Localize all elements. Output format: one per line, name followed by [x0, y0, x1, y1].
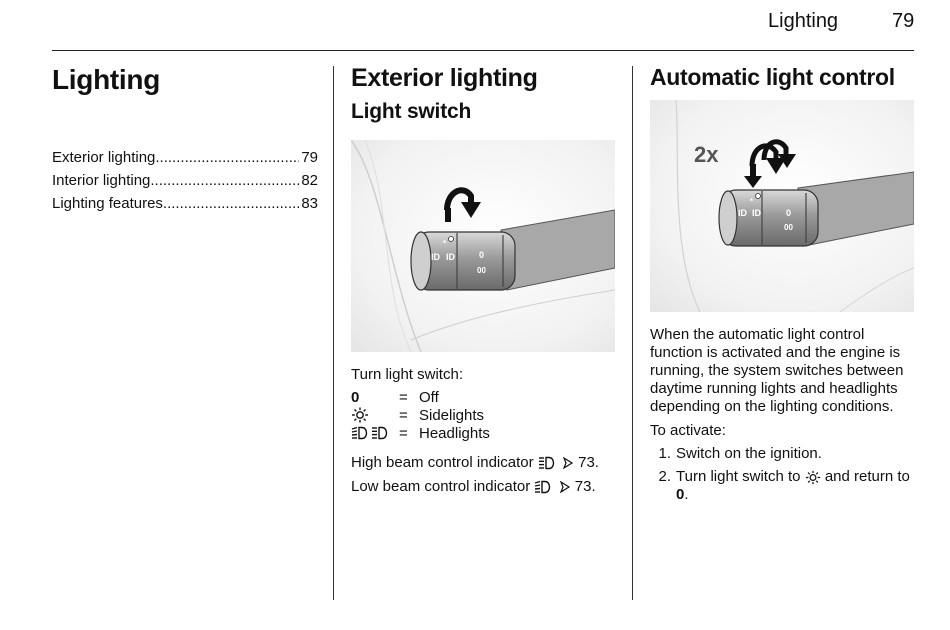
- high-beam-icon: [538, 454, 562, 471]
- subsection-title: Light switch: [351, 100, 472, 123]
- svg-text:*: *: [750, 197, 754, 206]
- headlights-icon: [351, 426, 399, 440]
- toc-leader-dots: [155, 146, 299, 169]
- sidelights-icon: [351, 407, 399, 423]
- page-reference[interactable]: 73.: [578, 454, 599, 471]
- step-text: Switch on the ignition.: [676, 445, 822, 462]
- sidelights-icon: [805, 468, 821, 485]
- page-reference-icon[interactable]: [562, 454, 578, 471]
- step-text-after: and return to: [824, 468, 910, 485]
- running-header-section: Lighting: [768, 10, 839, 32]
- legend-label: Sidelights: [419, 406, 485, 424]
- equals-sign: =: [399, 424, 408, 442]
- toc-entry[interactable]: Interior lighting 82: [52, 169, 318, 192]
- svg-text:ID: ID: [752, 208, 762, 218]
- high-beam-line: High beam control indicator 73.: [351, 448, 619, 478]
- light-switch-text: Turn light switch: 0 = Off = Sideli: [351, 366, 619, 502]
- exterior-lighting-column: Exterior lighting Light switch: [351, 64, 619, 124]
- svg-text:00: 00: [477, 266, 486, 275]
- svg-text:ID: ID: [431, 252, 441, 262]
- high-beam-text: High beam control indicator: [351, 454, 534, 471]
- toc-entry-title: Interior lighting: [52, 172, 151, 189]
- svg-text:ID: ID: [738, 208, 748, 218]
- svg-text:00: 00: [784, 223, 793, 232]
- page-number: 79: [892, 10, 915, 32]
- figure-label: 2x: [694, 142, 719, 167]
- toc-entry-page: 83: [301, 195, 318, 212]
- page-reference-icon[interactable]: [559, 478, 575, 495]
- automatic-light-illustration: ID ID * 0 00 2x: [650, 100, 914, 312]
- step-text-before: Turn light switch to: [676, 468, 801, 485]
- legend-row: 0 = Off: [351, 388, 619, 406]
- chapter-title: Lighting: [52, 64, 161, 95]
- column-divider: [632, 66, 633, 600]
- step-punctuation: .: [684, 486, 689, 503]
- toc-leader-dots: [150, 169, 299, 192]
- section-title: Exterior lighting: [351, 64, 538, 92]
- symbol-legend: 0 = Off = Sidelights: [351, 388, 619, 442]
- toc-entry[interactable]: Exterior lighting 79: [52, 146, 318, 169]
- instruction-text: Turn light switch:: [351, 366, 463, 383]
- automatic-light-column: Automatic light control: [650, 64, 918, 91]
- svg-text:ID: ID: [446, 252, 456, 262]
- list-item: 1. Switch on the ignition.: [650, 445, 916, 463]
- legend-label: Headlights: [419, 424, 490, 442]
- toc-entry-title: Exterior lighting: [52, 149, 156, 166]
- equals-sign: =: [399, 388, 408, 406]
- legend-label: Off: [419, 388, 439, 406]
- chapter-toc: Exterior lighting 79 Interior lighting 8…: [52, 146, 318, 215]
- toc-entry-page: 82: [301, 172, 318, 189]
- svg-text:0: 0: [479, 250, 484, 260]
- step-number: 2.: [658, 468, 671, 485]
- toc-entry-page: 79: [301, 149, 318, 166]
- legend-row: = Headlights: [351, 424, 619, 442]
- low-beam-line: Low beam control indicator 73.: [351, 472, 619, 502]
- automatic-light-text: When the automatic light control functio…: [650, 326, 916, 509]
- activation-steps: 1. Switch on the ignition. 2. Turn light…: [650, 445, 916, 504]
- low-beam-icon: [534, 478, 558, 495]
- off-symbol: 0: [676, 486, 685, 503]
- section-title: Automatic light control: [650, 64, 895, 90]
- toc-entry[interactable]: Lighting features 83: [52, 192, 318, 215]
- page-reference[interactable]: 73.: [574, 478, 596, 495]
- off-symbol: 0: [351, 388, 360, 406]
- chapter-column: Lighting Exterior lighting 79 Interior l…: [52, 64, 318, 215]
- light-switch-illustration: ID ID * 0 00: [351, 140, 615, 352]
- svg-text:0: 0: [786, 208, 791, 218]
- toc-leader-dots: [163, 192, 299, 215]
- header-rule: [52, 50, 914, 51]
- svg-text:*: *: [443, 239, 447, 248]
- step-number: 1.: [658, 445, 671, 462]
- list-item: 2. Turn light switch to and return to 0.: [650, 468, 916, 504]
- column-divider: [333, 66, 334, 600]
- legend-row: = Sidelights: [351, 406, 619, 424]
- activate-label: To activate:: [650, 422, 726, 439]
- toc-entry-title: Lighting features: [52, 195, 163, 212]
- equals-sign: =: [399, 406, 408, 424]
- body-paragraph: When the automatic light control functio…: [650, 326, 904, 415]
- low-beam-text: Low beam control indicator: [351, 478, 531, 495]
- step-text: Turn light switch to and return to 0.: [676, 468, 916, 504]
